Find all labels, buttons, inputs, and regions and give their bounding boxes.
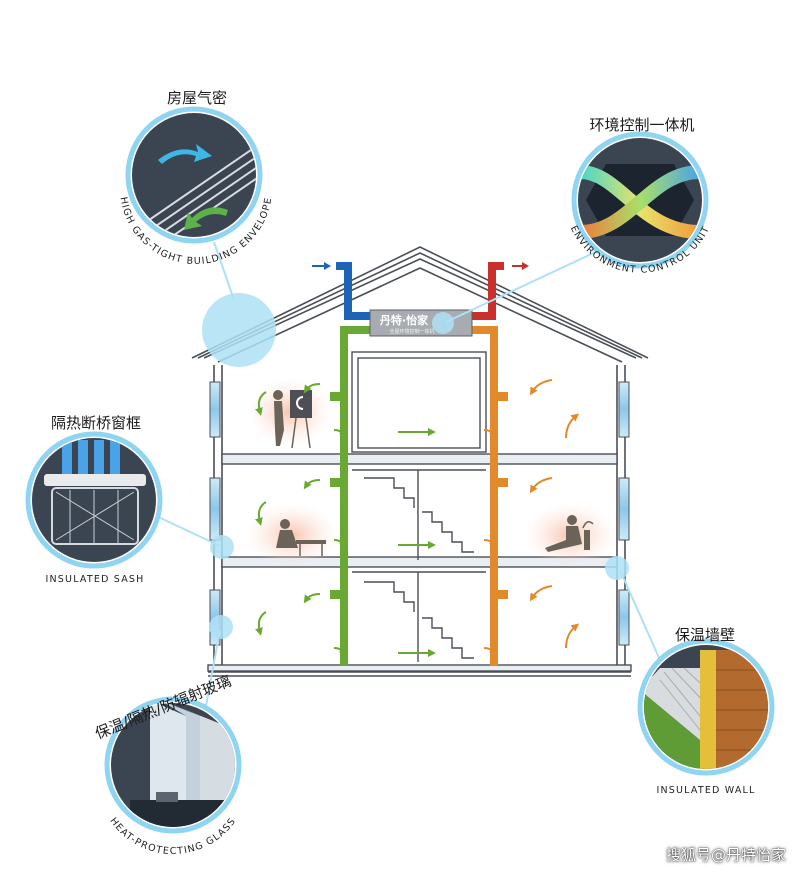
control-unit-box: 丹特·怡家 全屋环境控制一体机 [369, 309, 473, 337]
stair-shaft [351, 351, 487, 662]
window-frame-section-icon [44, 440, 146, 545]
intake-duct [336, 262, 370, 320]
envelope-cn-label: 房屋气密 [167, 89, 227, 107]
occupants [246, 378, 616, 567]
callout-unit: 环境控制一体机 ENVIRONMENT CONTROL UNIT [568, 116, 711, 276]
callout-glass: 保温/隔热/防辐射玻璃 HEAT-PROTECTING GLASS [92, 672, 242, 857]
duct-arrows [312, 262, 529, 270]
windows-left [209, 381, 221, 646]
windows-right [618, 381, 630, 646]
heat-exchange-icon [578, 164, 702, 239]
connectors [151, 241, 661, 707]
airflow-arrows [255, 379, 580, 658]
supply-duct [340, 326, 370, 666]
callout-envelope: 房屋气密 HIGH GAS-TIGHT BUILDING ENVELOPE [118, 89, 274, 267]
duct-vents [330, 392, 508, 599]
callout-sash: 隔热断桥窗框 INSULATED SASH [25, 414, 163, 585]
sash-cn-label: 隔热断桥窗框 [51, 414, 141, 432]
unit-cn-label: 环境控制一体机 [589, 116, 694, 134]
highlight-bubbles [202, 293, 629, 639]
wall-en-label: INSULATED WALL [656, 785, 755, 796]
callout-wall: 保温墙壁 INSULATED WALL [637, 626, 775, 796]
exhaust-duct [472, 326, 498, 666]
wall-cn-label: 保温墙壁 [675, 626, 735, 644]
unit-slogan: 全屋环境控制一体机 [389, 328, 434, 335]
unit-brand: 丹特·怡家 [380, 313, 429, 327]
outlet-duct [472, 262, 504, 320]
sash-en-label: INSULATED SASH [46, 574, 145, 585]
watermark: 搜狐号@丹特怡家 [665, 846, 786, 864]
